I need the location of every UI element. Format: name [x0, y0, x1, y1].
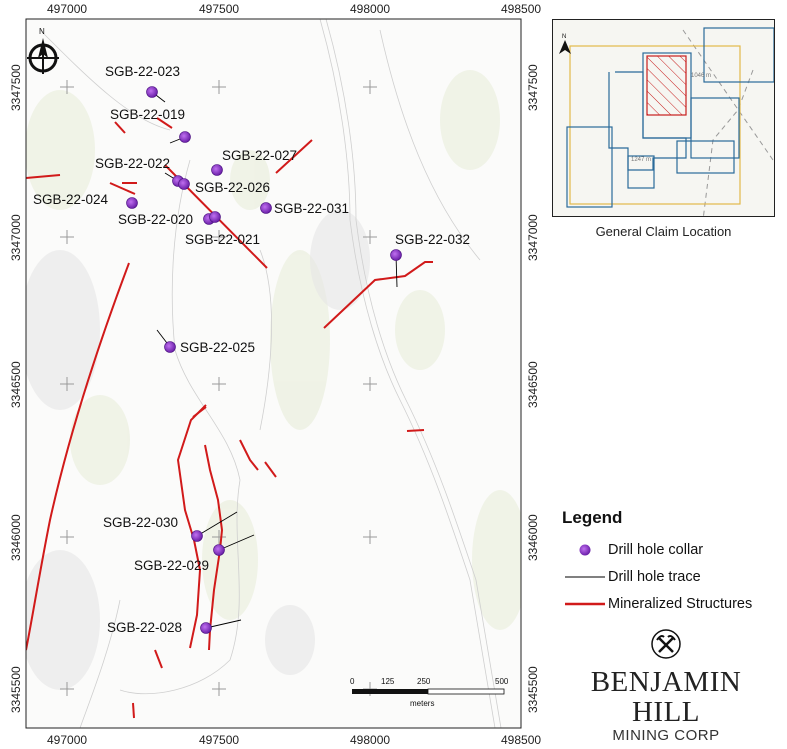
basemap [26, 19, 521, 728]
drill-hole-collars: SGB-22-023SGB-22-019SGB-22-027SGB-22-022… [33, 64, 470, 635]
svg-text:1247 m: 1247 m [631, 157, 651, 163]
x-tick: 497500 [199, 733, 239, 747]
scale-bar: 0 125 250 500 meters [350, 677, 509, 708]
grid-crosses [60, 80, 377, 696]
svg-text:500: 500 [495, 677, 509, 686]
legend: Legend Drill hole collar Drill hole trac… [562, 508, 782, 617]
drill-hole-collar [200, 622, 212, 634]
legend-label: Mineralized Structures [608, 595, 753, 612]
drill-hole-collar [126, 197, 138, 209]
logo-name: BENJAMIN HILL [590, 666, 742, 728]
trace-line-icon [562, 575, 608, 579]
drill-hole-label: SGB-22-019 [110, 107, 185, 122]
structure-line-icon [562, 602, 608, 606]
svg-text:N: N [562, 34, 566, 40]
drill-hole-collar [191, 530, 203, 542]
svg-text:1046 m: 1046 m [691, 73, 711, 79]
svg-text:meters: meters [410, 699, 434, 708]
legend-label: Drill hole trace [608, 568, 701, 585]
y-tick: 3345500 [526, 666, 540, 713]
svg-text:125: 125 [381, 677, 395, 686]
x-tick: 497000 [47, 733, 87, 747]
drill-hole-label: SGB-22-028 [107, 620, 182, 635]
drill-hole-label: SGB-22-024 [33, 192, 109, 207]
y-tick: 3347000 [9, 214, 23, 261]
y-tick: 3346000 [526, 514, 540, 561]
drill-hole-label: SGB-22-030 [103, 515, 178, 530]
y-tick: 3346500 [526, 361, 540, 408]
x-tick: 498500 [501, 733, 541, 747]
drill-hole-collar [209, 211, 221, 223]
x-tick: 498000 [350, 2, 390, 16]
drill-hole-collar [179, 131, 191, 143]
north-arrow-icon: N [27, 27, 59, 74]
project-area [646, 55, 687, 116]
drill-hole-label: SGB-22-032 [395, 232, 470, 247]
y-tick: 3347500 [9, 64, 23, 111]
drill-hole-collar [164, 341, 176, 353]
svg-text:N: N [39, 27, 45, 36]
x-tick: 498000 [350, 733, 390, 747]
collar-symbol-icon [562, 543, 608, 557]
drill-hole-label: SGB-22-020 [118, 212, 193, 227]
drill-hole-label: SGB-22-029 [134, 558, 209, 573]
legend-item-trace: Drill hole trace [562, 563, 782, 590]
drill-hole-collar [211, 164, 223, 176]
y-axis-ticks: 3347500 3347000 3346500 3346000 3345500 … [9, 64, 540, 713]
legend-item-collar: Drill hole collar [562, 536, 782, 563]
x-tick: 497500 [199, 2, 239, 16]
drill-hole-collar [213, 544, 225, 556]
drill-hole-collar [260, 202, 272, 214]
inset-caption: General Claim Location [595, 224, 732, 239]
drill-hole-label: SGB-22-021 [185, 232, 260, 247]
drill-hole-collar [390, 249, 402, 261]
drill-hole-label: SGB-22-022 [95, 156, 170, 171]
drill-hole-label: SGB-22-023 [105, 64, 180, 79]
drill-hole-label: SGB-22-026 [195, 180, 270, 195]
y-tick: 3347500 [526, 64, 540, 111]
north-arrow-icon: N [559, 34, 571, 54]
company-logo: BENJAMIN HILL MINING CORP [560, 628, 772, 744]
x-axis-ticks: 497000 497500 498000 498500 497000 49750… [47, 2, 541, 747]
drill-hole-label: SGB-22-025 [180, 340, 255, 355]
drill-hole-label: SGB-22-031 [274, 201, 349, 216]
legend-title: Legend [562, 508, 623, 527]
drill-hole-collar [146, 86, 158, 98]
drill-hole-collar [178, 178, 190, 190]
drill-hole-label: SGB-22-027 [222, 148, 297, 163]
y-tick: 3345500 [9, 666, 23, 713]
x-tick: 498500 [501, 2, 541, 16]
inset-map: 1046 m 1247 m N [552, 19, 775, 221]
legend-label: Drill hole collar [608, 541, 704, 558]
pickaxe-icon [651, 629, 681, 659]
y-tick: 3346500 [9, 361, 23, 408]
svg-text:250: 250 [417, 677, 431, 686]
logo-subtitle: MINING CORP [612, 727, 720, 744]
legend-item-structures: Mineralized Structures [562, 590, 782, 617]
y-tick: 3346000 [9, 514, 23, 561]
y-tick: 3347000 [526, 214, 540, 261]
x-tick: 497000 [47, 2, 87, 16]
svg-text:0: 0 [350, 677, 355, 686]
